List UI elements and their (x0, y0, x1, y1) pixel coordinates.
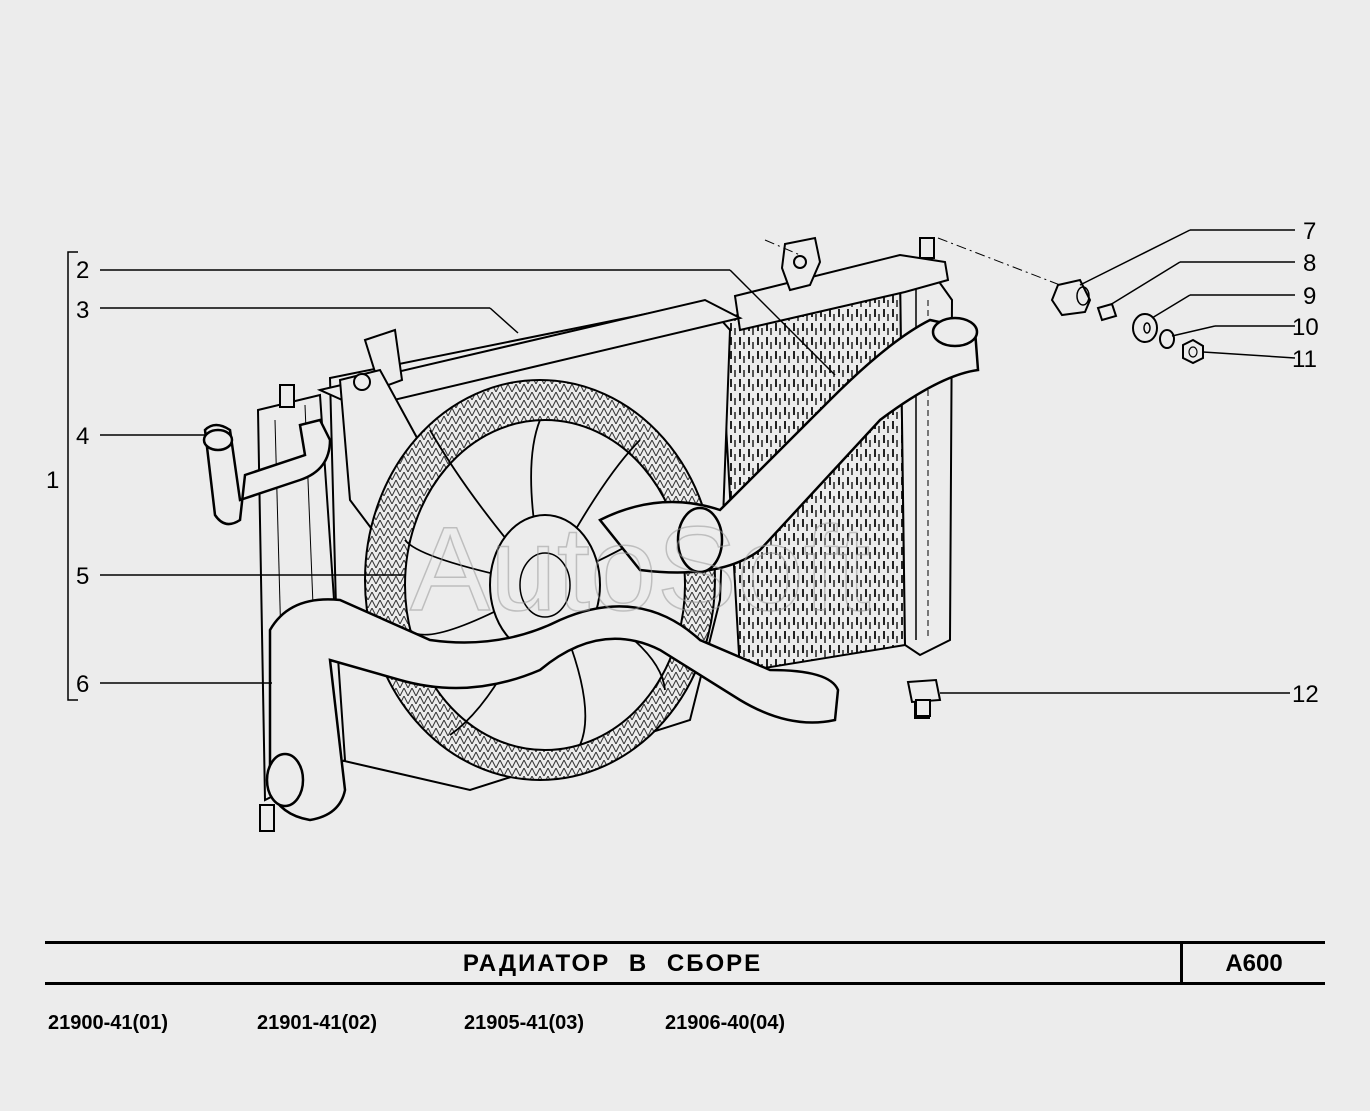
nut-11 (1182, 338, 1204, 365)
callout-6: 6 (76, 671, 89, 698)
drawing-code: A600 (1225, 950, 1283, 977)
upper-radiator-hose (598, 316, 980, 574)
callout-11: 11 (1292, 346, 1317, 373)
watermark-text: AutoSoft (410, 502, 870, 636)
bypass-hose (202, 418, 332, 526)
title-divider (1180, 944, 1183, 982)
callout-8: 8 (1303, 250, 1316, 277)
model-code: 21906-40(04) (665, 1012, 786, 1034)
support-pin-12 (906, 678, 942, 717)
hardware-parts (906, 278, 1204, 717)
rubber-cushion-7 (1050, 278, 1092, 317)
model-code: 21905-41(03) (464, 1012, 585, 1034)
callout-4: 4 (76, 423, 89, 450)
lower-radiator-hose (265, 598, 840, 822)
spring-washer-10 (1159, 329, 1175, 349)
callout-7: 7 (1303, 218, 1316, 245)
model-code: 21901-41(02) (257, 1012, 378, 1034)
callout-12: 12 (1292, 681, 1319, 708)
callout-2: 2 (76, 257, 89, 284)
callout-1: 1 (46, 467, 59, 494)
model-code: 21900-41(01) (48, 1012, 169, 1034)
callout-numbers: 1 2 3 4 5 6 7 8 9 10 11 12 (46, 218, 1319, 708)
callout-3: 3 (76, 297, 89, 324)
leader-lines (67, 229, 1296, 701)
callout-10: 10 (1292, 314, 1319, 341)
assembly-axis-lines (764, 237, 1061, 286)
washer-9 (1132, 313, 1158, 343)
bushing-8 (1096, 302, 1118, 322)
drawing-title: РАДИАТОР В СБОРЕ (462, 950, 763, 977)
callout-5: 5 (76, 563, 89, 590)
title-block: РАДИАТОР В СБОРЕ A600 (45, 941, 1325, 985)
callout-9: 9 (1303, 283, 1316, 310)
applicable-models: 21900-41(01) 21901-41(02) 21905-41(03) 2… (0, 1012, 1370, 1042)
